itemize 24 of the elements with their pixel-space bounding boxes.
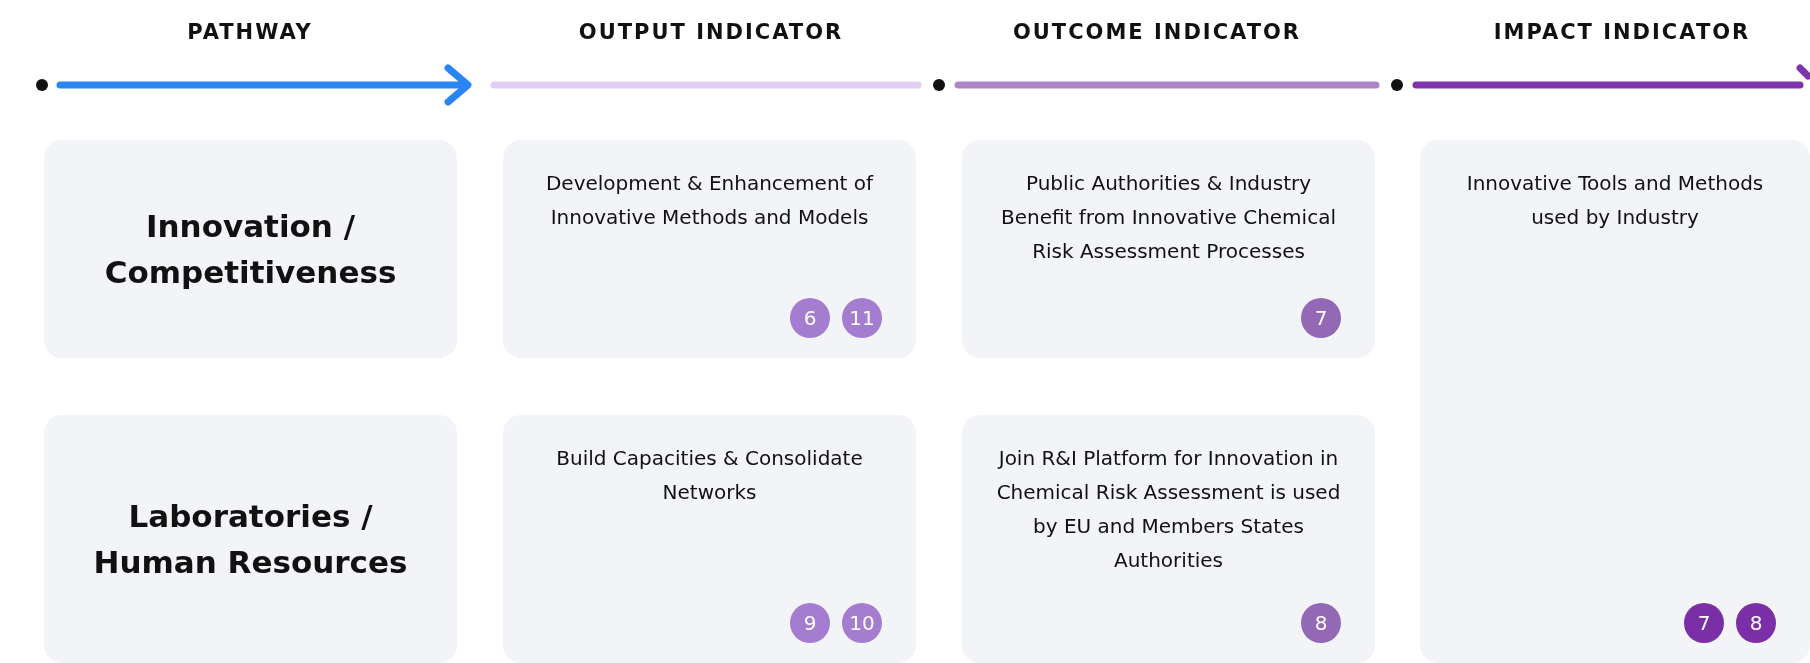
number-badge: 7 <box>1301 298 1341 338</box>
pathway-title: Laboratories / Human Resources <box>92 497 409 582</box>
number-badge: 10 <box>842 603 882 643</box>
number-badge: 6 <box>790 298 830 338</box>
number-badge: 8 <box>1301 603 1341 643</box>
column-header: OUTPUT INDICATOR <box>578 20 844 44</box>
number-badge: 9 <box>790 603 830 643</box>
column-header: IMPACT INDICATOR <box>1493 20 1751 44</box>
indicator-card <box>503 415 916 663</box>
indicator-card <box>1420 140 1810 663</box>
indicator-text: Innovative Tools and Methods used by Industry <box>1465 170 1765 231</box>
column-header: PATHWAY <box>187 20 313 44</box>
pathway-title: Innovation / Competitiveness <box>103 207 398 292</box>
indicator-card <box>503 140 916 358</box>
indicator-card <box>962 415 1375 663</box>
column-header: OUTCOME INDICATOR <box>1012 20 1302 44</box>
indicator-text: Public Authorities & Industry Benefit from Innovative Chemical Risk Assessment Processes <box>1000 170 1337 265</box>
indicator-text: Join R&I Platform for Innovation in Chemical Risk Assessment is used by EU and Members States Authorities <box>995 445 1342 574</box>
number-badge: 8 <box>1736 603 1776 643</box>
indicator-text: Build Capacities & Consolidate Networks <box>555 445 864 506</box>
number-badge: 7 <box>1684 603 1724 643</box>
number-badge: 11 <box>842 298 882 338</box>
indicator-card <box>962 140 1375 358</box>
indicator-text: Development & Enhancement of Innovative Methods and Models <box>544 170 875 231</box>
